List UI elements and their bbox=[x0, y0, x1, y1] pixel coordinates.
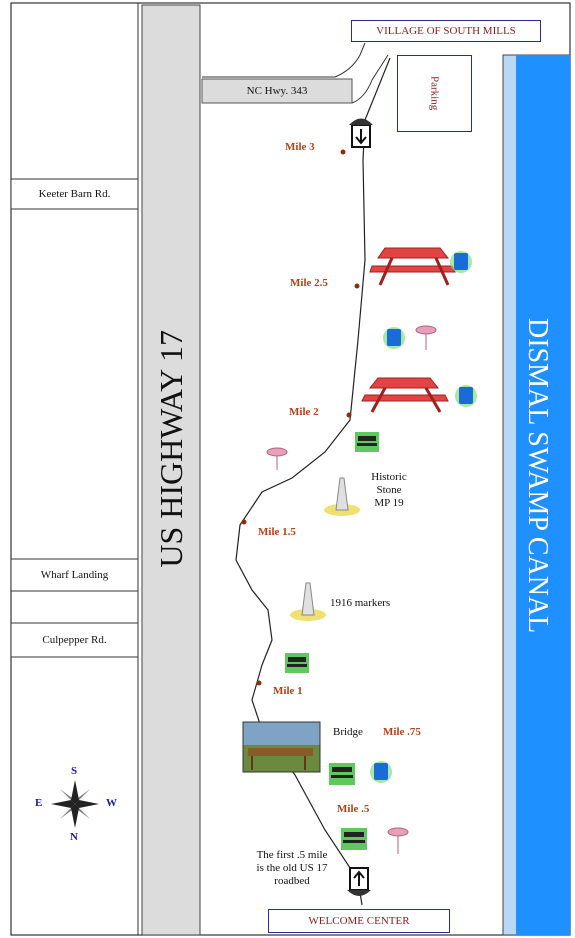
parking-box: Parking bbox=[397, 55, 472, 132]
dismal-swamp-canal-label: DISMAL SWAMP CANAL bbox=[522, 318, 553, 634]
historic-line-3: MP 19 bbox=[374, 497, 404, 509]
mile-2-5-dot bbox=[354, 283, 360, 289]
trash-can-icon bbox=[450, 251, 472, 273]
culpepper-road bbox=[10, 622, 139, 658]
compass-s: S bbox=[71, 765, 78, 777]
compass-e: E bbox=[35, 797, 43, 809]
mile-1-label: Mile 1 bbox=[273, 685, 303, 697]
mile-1-dot bbox=[256, 680, 262, 686]
culpepper-road-label: Culpepper Rd. bbox=[42, 634, 107, 646]
trash-can-icon bbox=[370, 761, 392, 783]
compass-w: W bbox=[106, 797, 117, 809]
us-highway-17-label: US HIGHWAY 17 bbox=[153, 330, 189, 568]
nc-hwy-343-curve bbox=[351, 54, 389, 104]
mile-1-5-dot bbox=[241, 519, 247, 525]
mile-3-label: Mile 3 bbox=[285, 141, 315, 153]
wharf-landing-label: Wharf Landing bbox=[40, 569, 109, 581]
nc-hwy-343-band bbox=[201, 78, 353, 104]
nc-hwy-343-road bbox=[202, 42, 366, 78]
bridge-label: Bridge bbox=[333, 726, 363, 738]
mile-1-5-label: Mile 1.5 bbox=[258, 526, 296, 538]
trail-end-marker bbox=[349, 118, 373, 148]
mile-3-dot bbox=[340, 149, 346, 155]
bench-icon bbox=[285, 653, 309, 673]
1916-marker-icon bbox=[290, 582, 326, 621]
mile-05-label: Mile .5 bbox=[337, 803, 370, 815]
welcome-center-box: WELCOME CENTER bbox=[268, 909, 450, 933]
mile-dots bbox=[241, 149, 360, 686]
1916-markers-label: 1916 markers bbox=[330, 597, 391, 609]
old-roadbed-line-3: roadbed bbox=[274, 875, 310, 887]
village-of-south-mills-box: VILLAGE OF SOUTH MILLS bbox=[351, 20, 541, 42]
historic-stone-label: Historic Stone MP 19 bbox=[364, 471, 414, 510]
bird-feeder-icon bbox=[387, 827, 409, 854]
historic-line-1: Historic bbox=[371, 471, 407, 483]
bridge-photo bbox=[242, 721, 321, 773]
parking-label: Parking bbox=[428, 76, 441, 111]
mile-2-label: Mile 2 bbox=[289, 406, 319, 418]
compass-rose-icon bbox=[51, 780, 99, 828]
keeter-barn-road bbox=[10, 178, 139, 210]
trash-can-icon bbox=[383, 327, 405, 349]
bench-icon bbox=[341, 828, 367, 850]
old-roadbed-line-2: is the old US 17 bbox=[256, 862, 328, 874]
canal-water bbox=[516, 55, 570, 935]
us-highway-17 bbox=[141, 4, 201, 936]
wharf-landing-road bbox=[10, 558, 139, 592]
trail-start-marker bbox=[347, 867, 371, 896]
picnic-table-icon bbox=[369, 247, 456, 286]
side-roads bbox=[10, 178, 139, 658]
trash-can-icon bbox=[455, 385, 477, 407]
nc-hwy-343-label: NC Hwy. 343 bbox=[246, 85, 308, 97]
mile-075-label: Mile .75 bbox=[383, 726, 421, 738]
old-roadbed-note: The first .5 mile is the old US 17 roadb… bbox=[242, 849, 342, 888]
historic-stone-icon bbox=[324, 477, 360, 516]
keeter-barn-road-label: Keeter Barn Rd. bbox=[38, 188, 111, 200]
mile-2-dot bbox=[346, 412, 352, 418]
bird-feeder-icon bbox=[266, 447, 288, 470]
historic-line-2: Stone bbox=[376, 484, 402, 496]
compass-n: N bbox=[70, 831, 78, 843]
bench-icon bbox=[355, 432, 379, 452]
bird-feeder-icon bbox=[415, 325, 437, 350]
mile-2-5-label: Mile 2.5 bbox=[290, 277, 328, 289]
old-roadbed-line-1: The first .5 mile bbox=[256, 849, 328, 861]
picnic-table-icon bbox=[361, 377, 449, 413]
bench-icon bbox=[329, 763, 355, 785]
